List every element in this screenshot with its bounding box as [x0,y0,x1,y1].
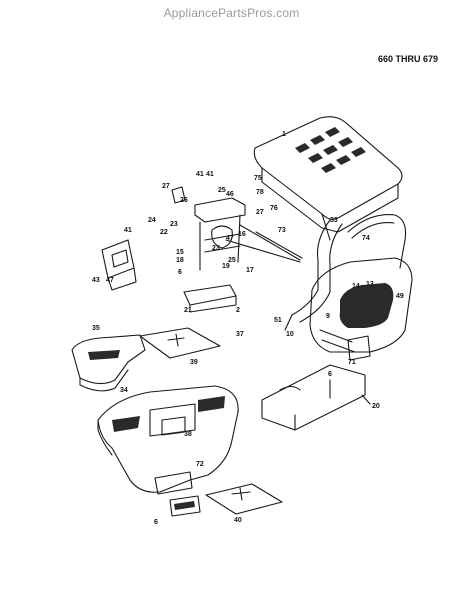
callout-label: 24 [148,217,156,224]
callout-labels: 1 2 6 6 6 9 10 13 14 15 16 17 18 19 20 2… [92,131,404,526]
callout-label: 40 [234,517,242,524]
callout-label: 13 [366,281,374,288]
fender-part[interactable] [97,385,239,495]
dash-panel-part[interactable] [71,334,146,392]
callout-label: 16 [238,231,246,238]
callout-label: 34 [120,387,128,394]
callout-label: 22 [160,229,168,236]
hood-frame-part[interactable] [284,219,343,331]
plate-part[interactable] [139,327,221,359]
callout-label: 23 [212,245,220,252]
callout-label: 71 [348,359,356,366]
side-bracket-part[interactable] [101,239,137,291]
callout-label: 14 [352,283,360,290]
lower-frame-part[interactable] [261,364,371,431]
callout-label: 43 [92,277,100,284]
callout-label: 9 [326,313,330,320]
callout-label: 78 [256,189,264,196]
callout-label: 18 [176,257,184,264]
callout-label: 23 [170,221,178,228]
site-header[interactable]: AppliancePartsPros.com [163,6,300,20]
callout-label: 41 [124,227,132,234]
callout-label: 21 [184,307,192,314]
callout-label: 10 [286,331,294,338]
callout-label: 35 [92,325,100,332]
callout-label: 47 [226,235,234,242]
callout-label: 25 [218,187,226,194]
seat-bracket-part[interactable] [169,495,201,517]
callout-label: 6 [178,269,182,276]
callout-label: 33 [330,217,338,224]
callout-label: 76 [270,205,278,212]
callout-label: 72 [196,461,204,468]
callout-label: 73 [278,227,286,234]
callout-label: 41 [206,171,214,178]
callout-label: 47 [106,277,114,284]
callout-label: 41 [196,171,204,178]
callout-label: 39 [190,359,198,366]
callout-label: 27 [162,183,170,190]
callout-label: 6 [328,371,332,378]
tie-rod-part[interactable] [225,231,303,263]
callout-label: 49 [396,293,404,300]
model-range-label: 660 THRU 679 [378,54,439,64]
callout-label: 6 [154,519,158,526]
callout-label: 26 [180,197,188,204]
callout-label: 37 [236,331,244,338]
callout-label: 46 [226,191,234,198]
side-panel-part[interactable] [347,214,407,269]
callout-label: 2 [236,307,240,314]
floor-plate-part[interactable] [205,483,283,515]
callout-label: 19 [222,263,230,270]
callout-label: 27 [256,209,264,216]
hood-part[interactable] [253,116,403,241]
steering-assembly-part[interactable] [171,186,301,313]
callout-label: 75 [254,175,262,182]
callout-label: 15 [176,249,184,256]
callout-label: 20 [372,403,380,410]
callout-label: 17 [246,267,254,274]
callout-label: 1 [282,131,286,138]
callout-label: 38 [184,431,192,438]
callout-label: 51 [274,317,282,324]
grille-part[interactable] [309,257,413,361]
callout-label: 25 [228,257,236,264]
callout-label: 74 [362,235,370,242]
